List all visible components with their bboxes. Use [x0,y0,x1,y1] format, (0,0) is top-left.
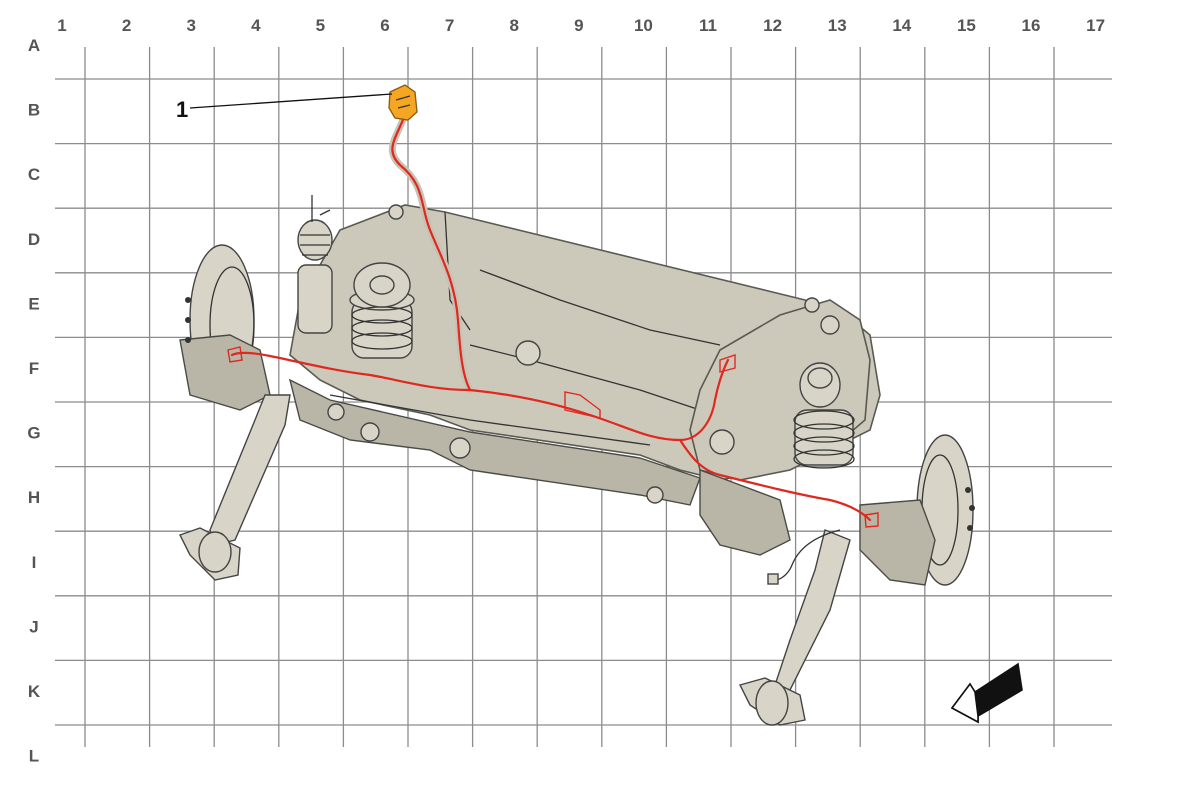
mount-bushing [804,297,820,313]
grid-column-label: 15 [957,16,976,35]
crossmember-rib-2 [469,344,701,411]
bolt [388,204,404,220]
grid-column-label: 14 [892,16,911,35]
grid-row-label: E [28,294,39,313]
grid-column-label: 6 [380,16,389,35]
right-wheel-hub [859,434,975,586]
left-trailing-arm [179,394,291,581]
grid-column-label: 13 [828,16,847,35]
grid-column-label: 11 [699,16,717,35]
harness-right-branch [678,438,872,522]
grid-row-label: I [32,553,37,572]
grid-row-label: F [29,359,39,378]
bolt [515,340,541,366]
sensor-component-icon [388,84,418,121]
grid-column-label: 7 [445,16,454,35]
harness-main-run [468,358,730,442]
grid-row-label: D [28,230,40,249]
front-direction-arrow-icon [950,662,1023,724]
right-trailing-arm [738,529,851,726]
mount-bushing [709,429,735,455]
grid-row-label: J [29,617,38,636]
crossmember-rib [479,269,721,346]
harness-connector-box [564,391,601,419]
callout-leader-line [189,93,393,109]
harness-left-branch [230,351,472,392]
bolt [449,437,471,459]
grid-column-label: 17 [1086,16,1105,35]
left-shock-absorber [297,195,333,334]
grid-row-label: K [28,682,41,701]
grid-column-label: 4 [251,16,261,35]
harness-connector [864,512,879,528]
grid-row-label: B [28,101,40,120]
crossmember-lower-rail [288,378,701,506]
grid-column-label: 1 [57,16,66,35]
wiring-harness [227,111,879,585]
grid-row-label: A [28,36,40,55]
grid-column-label: 9 [574,16,583,35]
right-coil-spring-strut [793,362,855,469]
grid-row-label: G [27,424,40,443]
right-lower-bracket [699,468,791,556]
callout-label: 1 [176,97,188,122]
grid-column-label: 2 [122,16,131,35]
crossmember-edge [444,211,471,331]
bolt [646,486,664,504]
sensor-lead [774,529,841,581]
grid-column-label: 10 [634,16,653,35]
grid-column-label: 8 [509,16,518,35]
rear-subframe-assembly [179,195,975,726]
bolt [327,403,345,421]
grid-row-labels: A B C D E F G H I J K L [27,36,40,766]
bolt [360,422,380,442]
grid-column-label: 3 [186,16,195,35]
grid-row-label: L [29,747,39,766]
mount-bushing [820,315,840,335]
grid-row-label: C [28,165,40,184]
harness-connector [719,354,736,373]
sensor-plug [767,573,779,585]
harness-connector [227,346,243,363]
grid-column-label: 12 [763,16,782,35]
grid-column-label: 16 [1022,16,1041,35]
left-wheel-hub [179,244,271,411]
left-coil-spring-strut [349,262,415,359]
callout-1: 1 [176,93,393,122]
grid-column-label: 5 [316,16,325,35]
grid-row-label: H [28,488,40,507]
crossmember-rib-3 [329,394,651,446]
